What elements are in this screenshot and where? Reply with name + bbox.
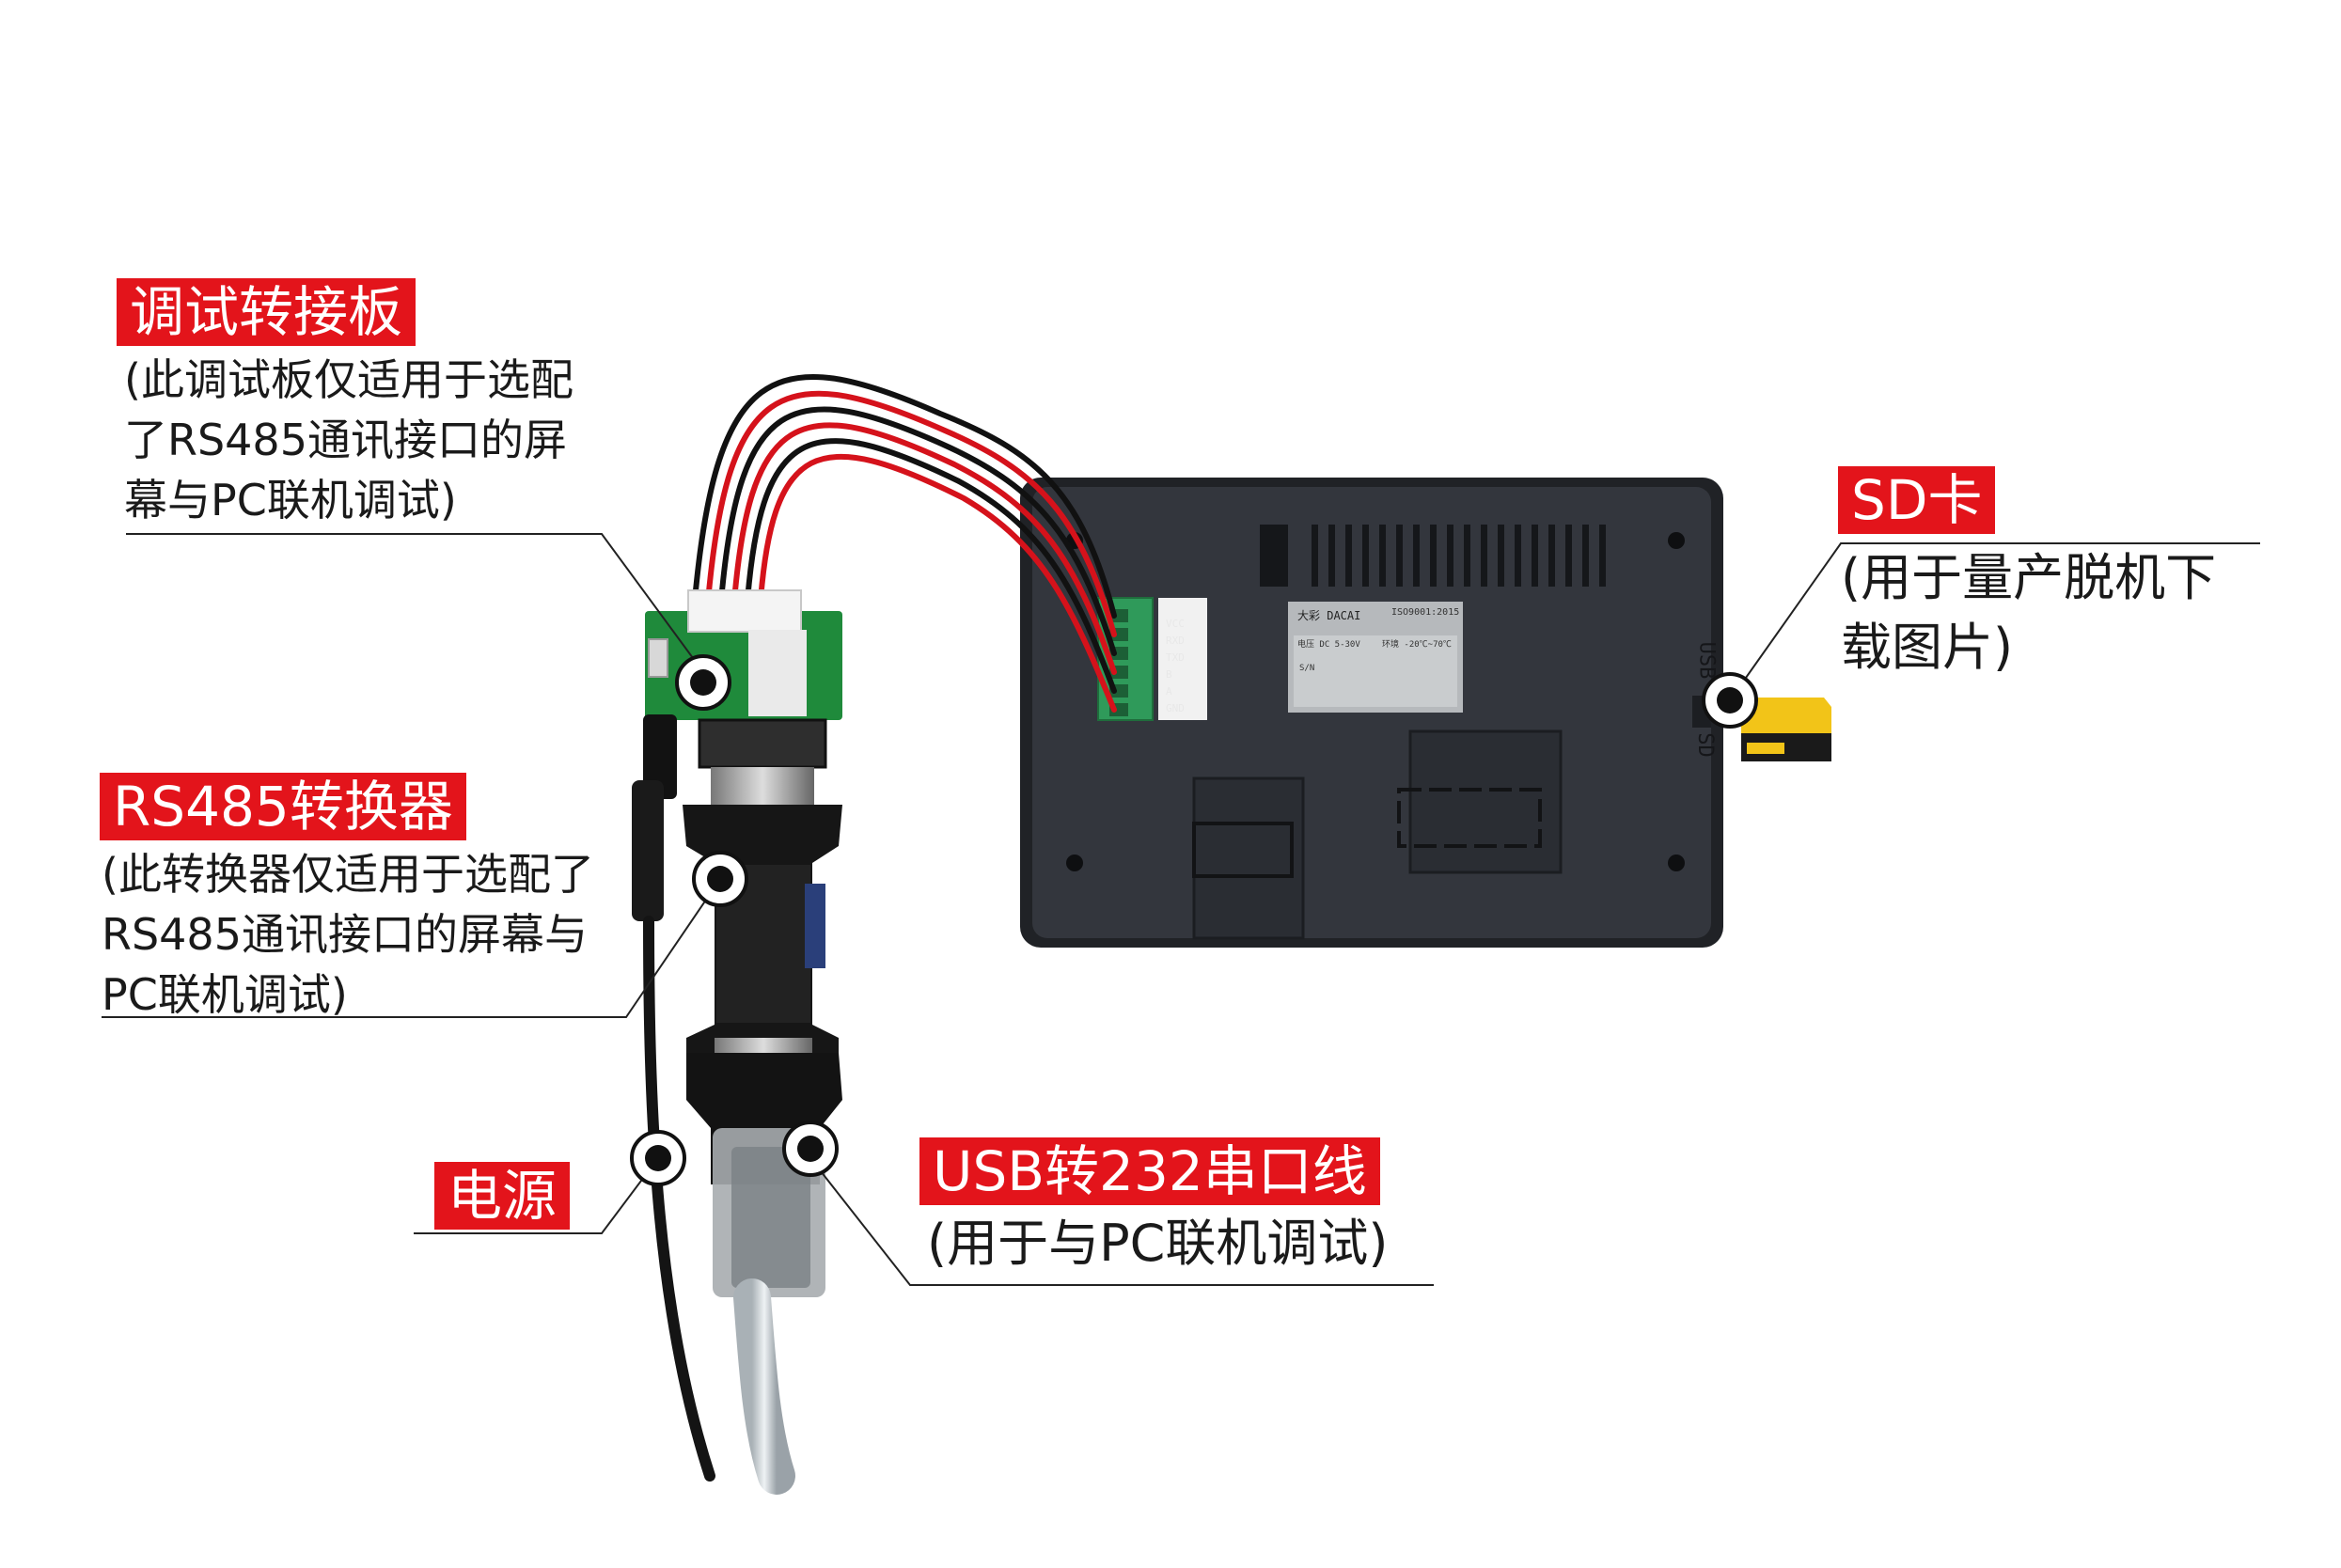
dot-power <box>630 1130 686 1186</box>
usb232-description: (用于与PC联机调试) <box>927 1209 1388 1278</box>
terminal-label: GND <box>1166 702 1185 714</box>
description-line: RS485通讯接口的屏幕与 <box>102 909 588 960</box>
terminal-label: A <box>1166 685 1172 698</box>
terminal-label: B <box>1166 668 1172 681</box>
spec-voltage-label: 电压 DC 5-30V <box>1297 640 1360 650</box>
cert-label: ISO9001:2015 <box>1391 607 1460 618</box>
dot-sd <box>1702 672 1758 729</box>
debug-board-description: (此调试板仅适用于选配 了RS485通讯接口的屏 幕与PC联机调试) <box>124 350 573 530</box>
description-line: 幕与PC联机调试) <box>124 475 457 525</box>
callout-dots <box>630 654 1758 1186</box>
description-line: (此调试板仅适用于选配 <box>124 354 573 405</box>
power-title: 电源 <box>434 1162 571 1230</box>
sd-description: (用于量产脱机下 载图片) <box>1841 543 2216 682</box>
description-line: 了RS485通讯接口的屏 <box>124 415 567 465</box>
dot-debug-board <box>675 654 731 711</box>
spec-env-label: 环境 -20℃~70℃ <box>1382 640 1452 650</box>
serial-label: S/N <box>1299 664 1315 673</box>
description-line: PC联机调试) <box>102 969 348 1020</box>
power-cable <box>632 714 715 1482</box>
debug-board-title: 调试转接板 <box>117 278 416 346</box>
leader-lines <box>102 533 2260 1286</box>
usb-port-label: USB <box>1694 641 1719 680</box>
debug-board <box>645 589 842 720</box>
terminal-label: VCC <box>1166 618 1185 630</box>
sd-title: SD卡 <box>1838 466 1996 534</box>
dot-usb232 <box>782 1121 839 1177</box>
description-line: (用于与PC联机调试) <box>927 1214 1389 1273</box>
terminal-label: TXD <box>1166 651 1185 664</box>
description-line: (用于量产脱机下 <box>1841 548 2217 607</box>
usb232-title: USB转232串口线 <box>919 1137 1380 1205</box>
dot-rs485 <box>692 851 748 907</box>
wire-bundle <box>691 373 1117 713</box>
description-line: (此转换器仅适用于选配了 <box>102 849 594 900</box>
description-line: 载图片) <box>1841 618 2014 677</box>
sd-card <box>1741 698 1831 761</box>
connector-stack <box>683 718 842 1495</box>
terminal-label: RXD <box>1166 635 1185 647</box>
brand-label: 大彩 DACAI <box>1297 609 1361 622</box>
terminal-label-list: VCC RXD TXD B A GND <box>1166 616 1185 717</box>
rs485-description: (此转换器仅适用于选配了 RS485通讯接口的屏幕与 PC联机调试) <box>102 844 594 1025</box>
sd-port-label: SD <box>1692 732 1717 758</box>
rs485-title: RS485转换器 <box>100 773 466 840</box>
